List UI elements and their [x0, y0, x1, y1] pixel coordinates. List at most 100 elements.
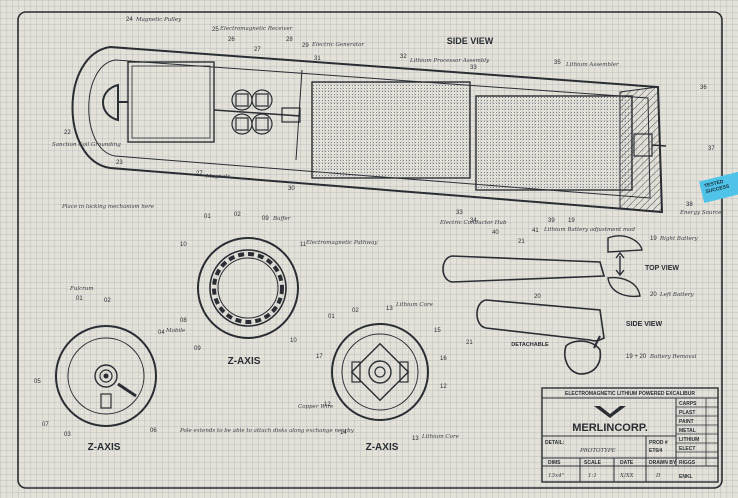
- callout: 33: [456, 210, 463, 216]
- callout: 31: [314, 56, 321, 62]
- date-value: X/XX: [619, 473, 635, 479]
- note: Fulcrum: [69, 286, 94, 292]
- callout: 04: [158, 330, 165, 336]
- callout: 01: [204, 214, 211, 220]
- callout: 21: [466, 340, 473, 346]
- note: Battery Removal: [649, 354, 697, 360]
- z-axis-left: [55, 325, 157, 427]
- detail-value: PROTOTYPE: [579, 448, 616, 454]
- part-item: RIGGS: [679, 460, 696, 466]
- callout: 30: [288, 186, 295, 192]
- callout: 39: [548, 218, 555, 224]
- note: Copper Wire: [298, 404, 334, 410]
- callout: 16: [440, 356, 447, 362]
- callout: 03: [64, 432, 71, 438]
- callout: 17: [316, 354, 323, 360]
- callout: 34: [470, 218, 477, 224]
- note: Mobile: [165, 328, 186, 334]
- callout: 19: [568, 218, 575, 224]
- drawn-label: DRAWN BY: [649, 460, 677, 466]
- callout: 27: [196, 171, 203, 177]
- callout: 01: [76, 296, 83, 302]
- callout: 27: [254, 47, 261, 53]
- note: Magnets: [205, 174, 230, 180]
- prod-label: PROD #: [649, 440, 668, 446]
- scale-value: 1:1: [588, 473, 597, 479]
- side-view-callouts: 24 25 26 27 28 29 31 32 33 35 36 37 38 2…: [64, 17, 715, 245]
- callout: 33: [470, 65, 477, 71]
- top-view-assembly: [442, 235, 643, 298]
- part-item: METAL: [679, 428, 696, 434]
- callout: 11: [300, 242, 307, 248]
- z-axis-middle-title: Z-AXIS: [228, 356, 261, 367]
- side-view-title: SIDE VIEW: [447, 36, 494, 46]
- part-item: CARPS: [679, 401, 697, 407]
- sheet-border: [17, 11, 723, 489]
- callout: 13: [386, 306, 393, 312]
- callout: 25: [212, 27, 219, 33]
- callout: 09: [262, 216, 269, 222]
- callout: 10: [290, 338, 297, 344]
- note: Magnetic Pulley: [135, 17, 182, 23]
- top-view-title: TOP VIEW: [645, 265, 679, 272]
- small-side-view: [476, 299, 605, 375]
- callout: 02: [234, 212, 241, 218]
- callout: 14: [340, 430, 347, 436]
- small-side-view-title: SIDE VIEW: [626, 321, 663, 328]
- parts-list: CARPS PLAST PAINT METAL LITHIUM ELECT RI…: [679, 401, 699, 480]
- part-item: LITHIUM: [679, 437, 699, 443]
- company-name: MERLINCORP.: [572, 422, 648, 434]
- note: Lithium Core: [395, 302, 434, 308]
- callout: 08: [180, 318, 187, 324]
- callout: 12: [440, 384, 447, 390]
- callout: 01: [328, 314, 335, 320]
- callout: 12: [324, 402, 331, 408]
- z-axis-middle-callouts: 01 02 09 10 11 08 09 10 Buffer Electroma…: [180, 212, 378, 352]
- callout: 24: [126, 17, 133, 23]
- z-axis-left-title: Z-AXIS: [88, 442, 121, 453]
- callout: 36: [700, 85, 707, 91]
- dims-value: 13x4": [548, 473, 564, 479]
- z-axis-right: [331, 323, 429, 421]
- callout: 20: [650, 292, 657, 298]
- callout: 07: [42, 422, 49, 428]
- callout: 13: [412, 436, 419, 442]
- part-item: ELECT: [679, 446, 695, 452]
- note: Place in locking mechanism here: [61, 204, 155, 210]
- date-label: DATE: [620, 460, 634, 466]
- note: Left Battery: [659, 292, 695, 298]
- note: Sanction Coil Grounding: [52, 142, 121, 148]
- callout: 29: [302, 43, 309, 49]
- drawn-value: D: [655, 473, 661, 479]
- z-axis-right-title: Z-AXIS: [366, 442, 399, 453]
- prod-value: ET6/4: [649, 448, 663, 454]
- z-axis-left-callouts: 01 02 04 05 07 03 06 Fulcrum Mobile: [34, 286, 186, 438]
- note: Buffer: [272, 216, 291, 222]
- detachable-label: DETACHABLE: [511, 342, 549, 348]
- callout: 38: [686, 202, 693, 208]
- note: Lithium Processor Assembly: [409, 58, 490, 64]
- detail-label: DETAIL:: [545, 440, 565, 446]
- note: Electric Generator: [311, 42, 364, 48]
- note: Lithium Assembler: [565, 62, 619, 68]
- callout: 02: [352, 308, 359, 314]
- note: Right Battery: [659, 236, 699, 242]
- callout: 32: [400, 54, 407, 60]
- callout: 41: [532, 228, 539, 234]
- callout: 10: [180, 242, 187, 248]
- scale-label: SCALE: [584, 460, 602, 466]
- part-item: PAINT: [679, 419, 694, 425]
- z-axis-right-callouts: 01 02 13 15 16 17 12 12 14 13 Lithium Co…: [298, 302, 460, 442]
- title-block: [541, 387, 719, 483]
- callout: 19: [650, 236, 657, 242]
- callout: 06: [150, 428, 157, 434]
- z-axis-middle: [197, 237, 299, 339]
- callout: 20: [534, 294, 541, 300]
- callout: 22: [64, 130, 71, 136]
- note: Electric Conductor Hub: [439, 220, 507, 226]
- part-item: PLAST: [679, 410, 695, 416]
- side-view-assembly: [71, 45, 667, 214]
- callout: 15: [434, 328, 441, 334]
- note: Electromagnetic Receiver: [219, 26, 293, 32]
